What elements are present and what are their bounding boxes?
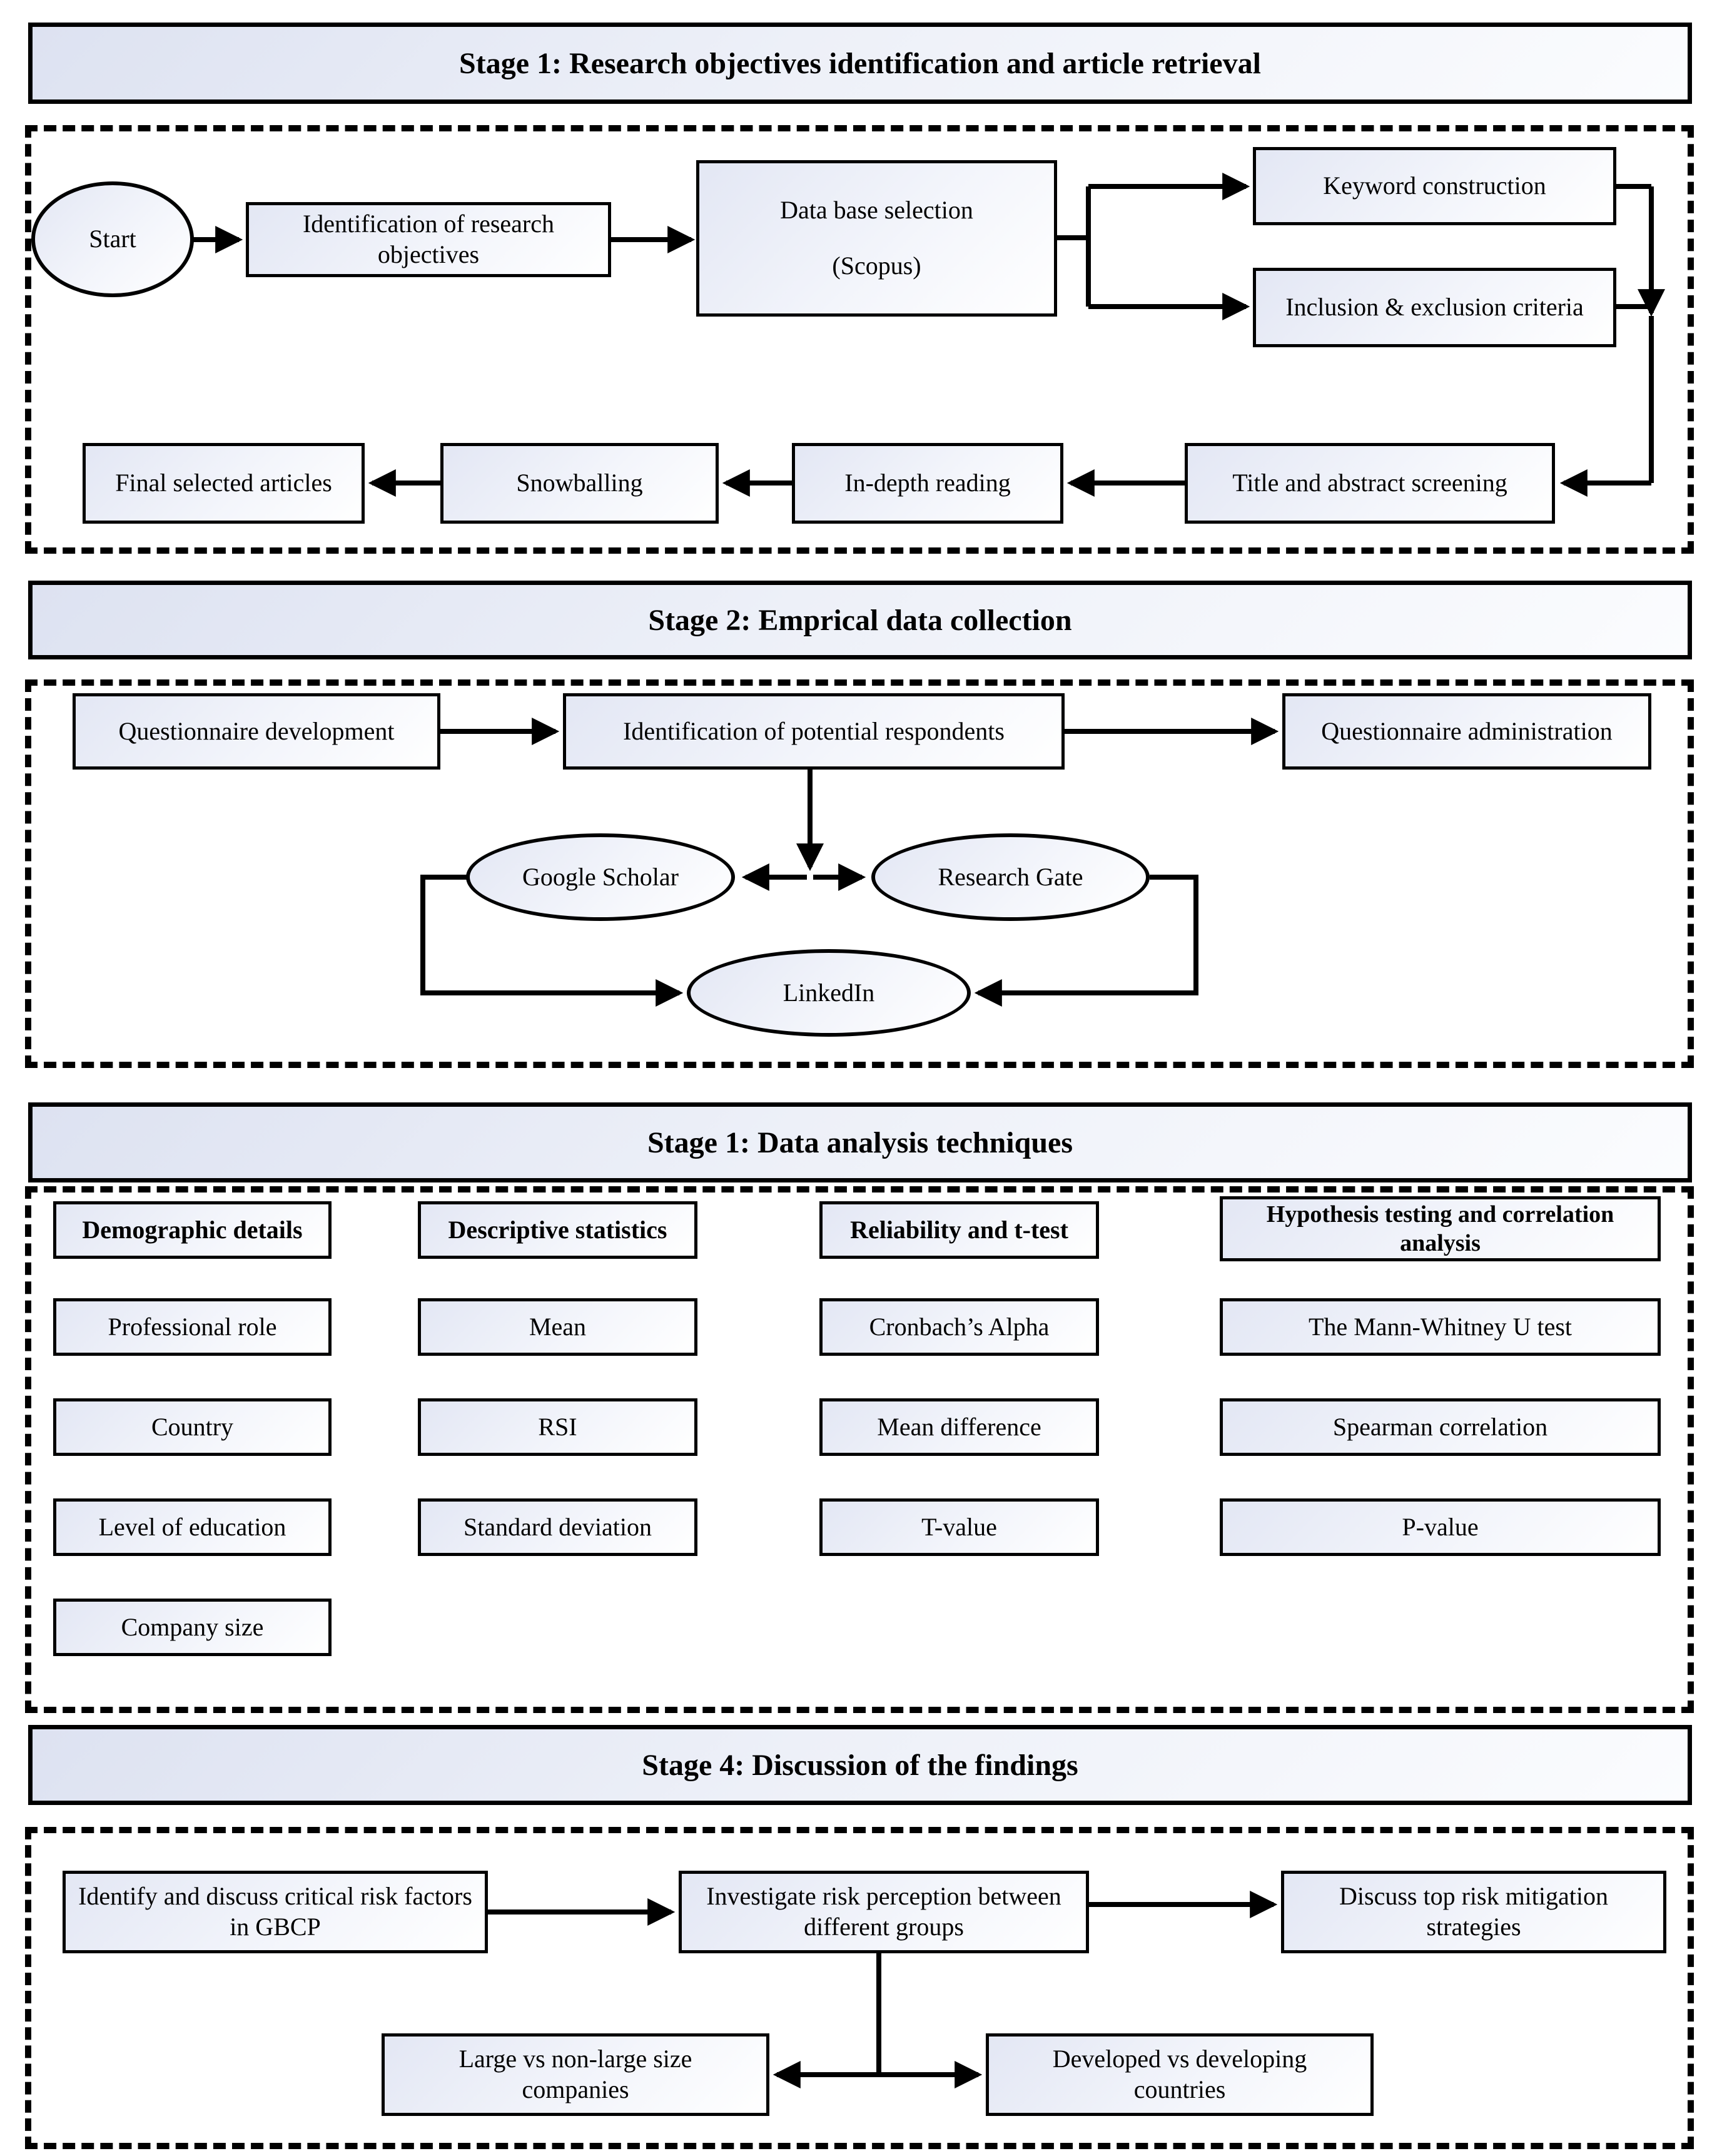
stage3-col1-header: Demographic details xyxy=(53,1201,332,1259)
merge-right-rail xyxy=(1559,184,1665,497)
ellipse-google-scholar: Google Scholar xyxy=(466,833,735,921)
stage3-col4-item-mann-whitney: The Mann-Whitney U test xyxy=(1220,1298,1661,1356)
ellipse-research-gate: Research Gate xyxy=(871,833,1150,921)
stage4-container xyxy=(25,1827,1694,2149)
node-keyword-construction: Keyword construction xyxy=(1253,147,1616,225)
node-in-depth-reading: In-depth reading xyxy=(792,443,1063,524)
branch-database-to-criteria xyxy=(1056,173,1250,320)
stage3-col4-header: Hypothesis testing and correlation analy… xyxy=(1220,1196,1661,1261)
node-inclusion-exclusion-criteria: Inclusion & exclusion criteria xyxy=(1253,268,1616,347)
node-discuss-risk-mitigation: Discuss top risk mitigation strategies xyxy=(1281,1871,1666,1953)
stage1-header: Stage 1: Research objectives identificat… xyxy=(28,23,1692,104)
node-identification-of-potential-respondents: Identification of potential respondents xyxy=(563,693,1065,770)
split-investigate-to-groups xyxy=(772,1953,983,2088)
node-snowballing: Snowballing xyxy=(440,443,719,524)
stage3-col3-item-mean-difference: Mean difference xyxy=(819,1398,1099,1456)
node-identify-critical-risk-factors: Identify and discuss critical risk facto… xyxy=(63,1871,488,1953)
stage3-col2-item-mean: Mean xyxy=(418,1298,697,1356)
stage3-col3-item-t-value: T-value xyxy=(819,1498,1099,1556)
database-selection-line2: (Scopus) xyxy=(832,252,921,280)
stage4-header: Stage 4: Discussion of the findings xyxy=(28,1725,1692,1805)
stage3-col2-item-standard-deviation: Standard deviation xyxy=(418,1498,697,1556)
elbow-researchgate-to-linkedin xyxy=(974,875,1198,1007)
stage3-col4-item-p-value: P-value xyxy=(1220,1498,1661,1556)
stage3-col3-item-cronbachs-alpha: Cronbach’s Alpha xyxy=(819,1298,1099,1356)
node-investigate-risk-perception: Investigate risk perception between diff… xyxy=(679,1871,1089,1953)
node-title-abstract-screening: Title and abstract screening xyxy=(1185,443,1555,524)
stage1-container xyxy=(25,125,1694,554)
stage3-col2-item-rsi: RSI xyxy=(418,1398,697,1456)
elbow-google-to-linkedin xyxy=(420,875,684,1007)
stage3-header: Stage 1: Data analysis techniques xyxy=(28,1102,1692,1182)
stage3-col2-header: Descriptive statistics xyxy=(418,1201,697,1259)
stage3-col1-item-country: Country xyxy=(53,1398,332,1456)
node-identification-of-research-objectives: Identification of research objectives xyxy=(246,202,611,277)
stage2-header: Stage 2: Emprical data collection xyxy=(28,581,1692,659)
node-questionnaire-development: Questionnaire development xyxy=(73,693,440,770)
node-developed-vs-developing-countries: Developed vs developing countries xyxy=(986,2033,1374,2116)
stage3-col1-item-company-size: Company size xyxy=(53,1599,332,1656)
node-large-vs-nonlarge-companies: Large vs non-large size companies xyxy=(382,2033,769,2116)
stage3-col1-item-professional-role: Professional role xyxy=(53,1298,332,1356)
node-questionnaire-administration: Questionnaire administration xyxy=(1282,693,1651,770)
start-ellipse: Start xyxy=(31,181,194,297)
node-database-selection: Data base selection (Scopus) xyxy=(696,160,1057,317)
ellipse-linkedin: LinkedIn xyxy=(687,949,971,1037)
stage2-container xyxy=(25,679,1694,1068)
node-final-selected-articles: Final selected articles xyxy=(83,443,365,524)
stage3-col4-item-spearman-correlation: Spearman correlation xyxy=(1220,1398,1661,1456)
stage3-container xyxy=(25,1186,1694,1713)
database-selection-line1: Data base selection xyxy=(780,195,973,224)
stage3-col3-header: Reliability and t-test xyxy=(819,1201,1099,1259)
stage3-col1-item-level-of-education: Level of education xyxy=(53,1498,332,1556)
